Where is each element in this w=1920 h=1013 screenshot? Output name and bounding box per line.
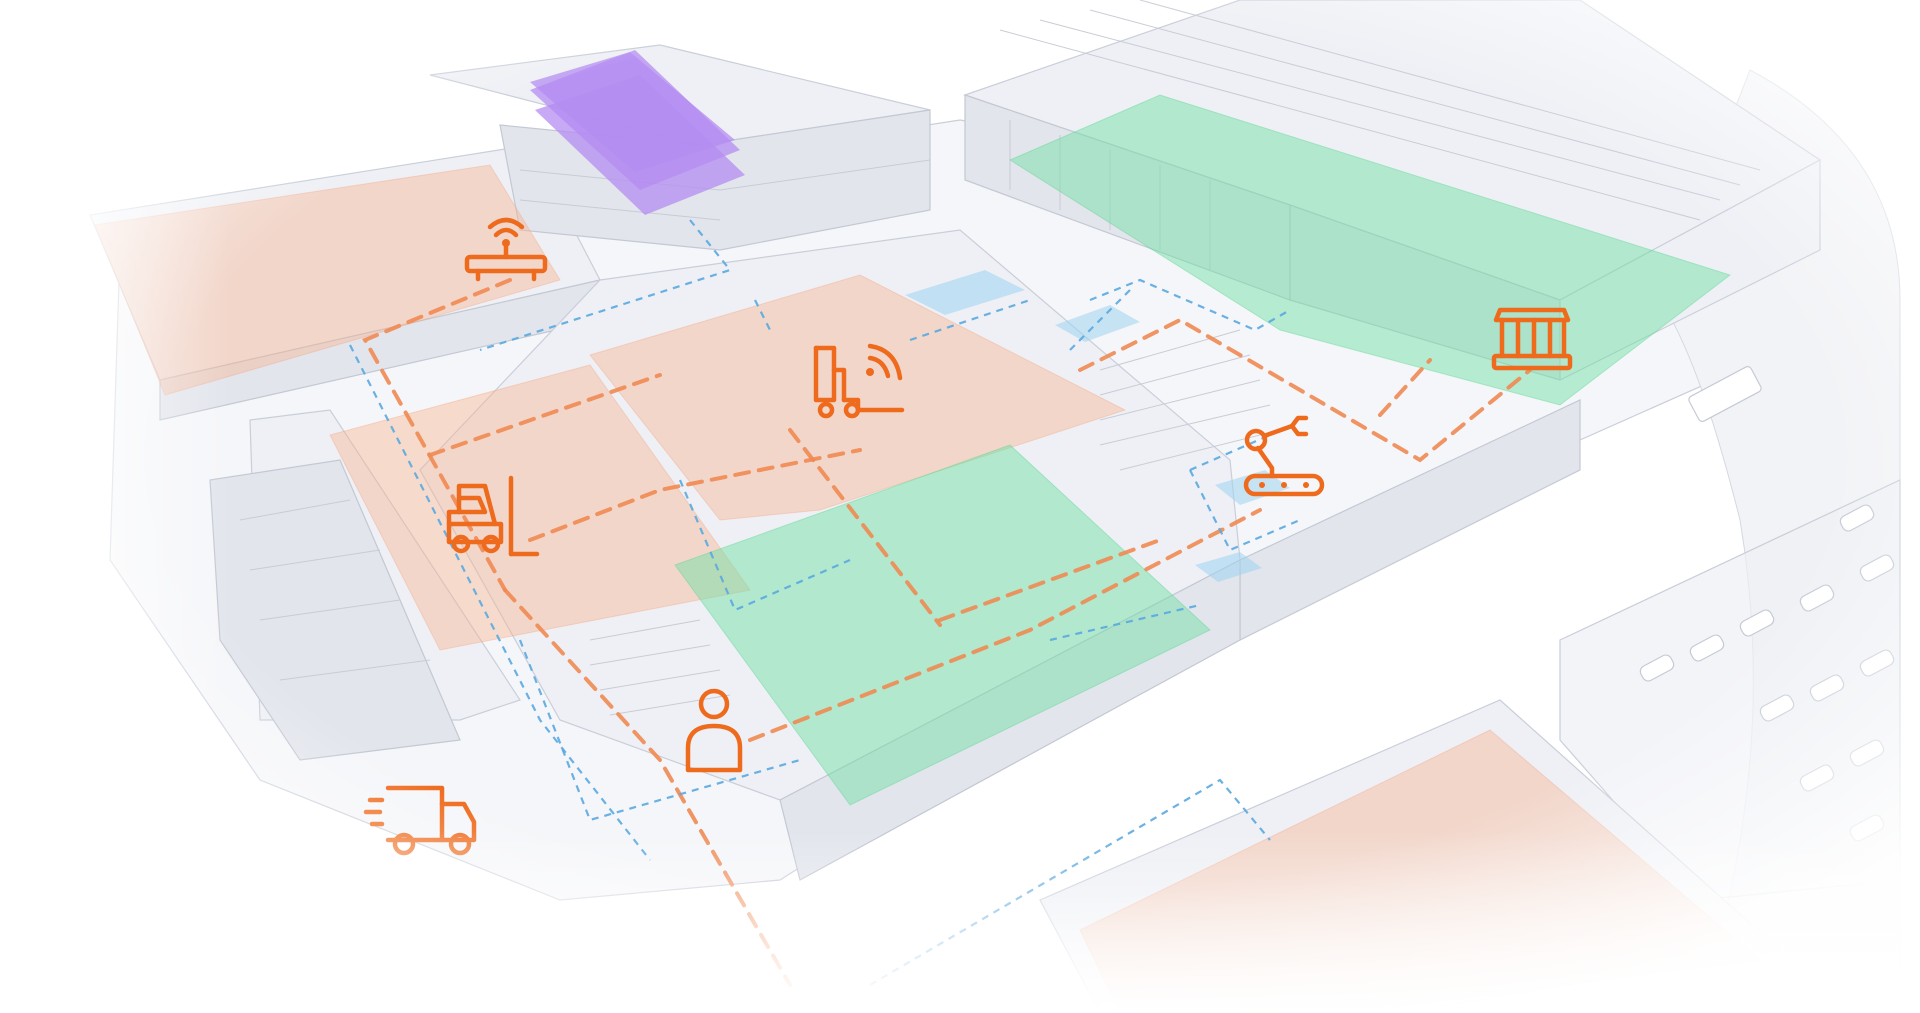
warehouse-isometric-diagram [0,0,1920,1013]
bottom-fade [0,0,1920,1013]
